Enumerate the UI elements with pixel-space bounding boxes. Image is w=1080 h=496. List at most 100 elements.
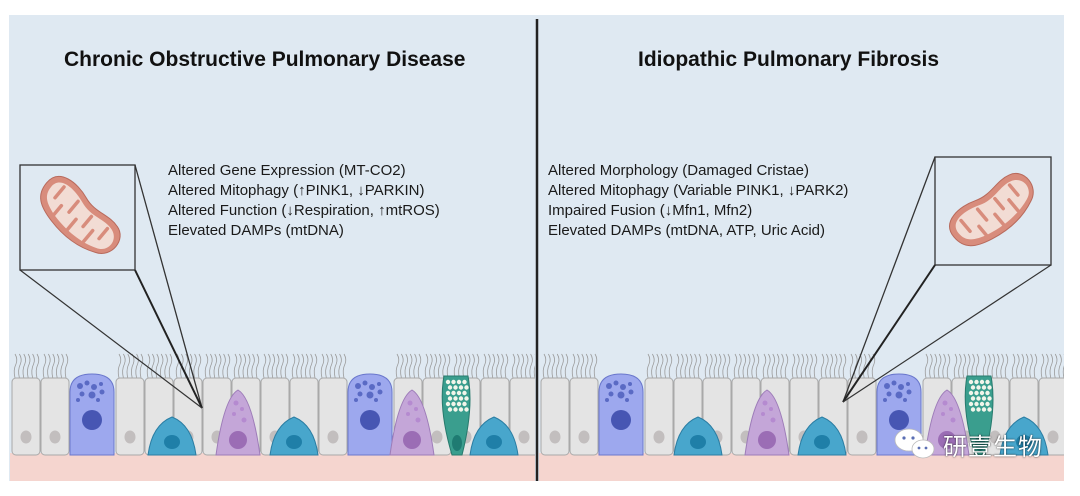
cell-nucleus xyxy=(579,431,590,444)
granule xyxy=(451,402,455,406)
ipf-title: Idiopathic Pulmonary Fibrosis xyxy=(638,48,939,72)
granule xyxy=(971,396,975,400)
cell-nucleus xyxy=(229,431,247,449)
granule xyxy=(453,407,457,411)
cell-nucleus xyxy=(452,435,462,451)
copd-finding: Elevated DAMPs (mtDNA) xyxy=(168,221,440,241)
cell-nucleus xyxy=(1048,431,1059,444)
granule xyxy=(354,398,358,402)
cell-nucleus xyxy=(164,435,180,449)
granule xyxy=(377,382,381,386)
granule xyxy=(982,407,986,411)
granule xyxy=(987,396,991,400)
copd-title: Chronic Obstructive Pulmonary Disease xyxy=(64,48,465,72)
granule xyxy=(883,398,887,402)
granule xyxy=(89,392,96,399)
granule xyxy=(974,402,978,406)
granule xyxy=(769,407,773,411)
granule xyxy=(446,380,450,384)
cell-nucleus xyxy=(286,435,302,449)
granule xyxy=(969,391,973,395)
cell-nucleus xyxy=(328,431,339,444)
granule xyxy=(884,383,890,389)
cell-nucleus xyxy=(486,435,502,449)
granule xyxy=(378,390,383,395)
granule xyxy=(985,380,989,384)
granule xyxy=(234,401,239,406)
ipf-finding: Altered Morphology (Damaged Cristae) xyxy=(548,161,848,181)
granule xyxy=(446,391,450,395)
granule xyxy=(951,418,956,423)
granule xyxy=(982,396,986,400)
granule xyxy=(976,407,980,411)
granule xyxy=(242,418,247,423)
basement-membrane xyxy=(10,453,540,481)
copd-findings-list: Altered Gene Expression (MT-CO2) Altered… xyxy=(168,161,440,241)
granule xyxy=(941,412,945,416)
granule xyxy=(980,380,984,384)
cell-nucleus xyxy=(50,431,61,444)
granule xyxy=(903,398,907,402)
granule xyxy=(451,380,455,384)
granule xyxy=(761,412,765,416)
cell-nucleus xyxy=(550,431,561,444)
granule xyxy=(464,385,468,389)
granule xyxy=(906,382,910,386)
granule xyxy=(76,398,80,402)
granule xyxy=(462,402,466,406)
granule xyxy=(408,401,413,406)
cell-nucleus xyxy=(21,431,32,444)
granule xyxy=(448,385,452,389)
granule xyxy=(618,392,625,399)
granule xyxy=(414,407,418,411)
granule xyxy=(907,390,912,395)
granule xyxy=(629,390,634,395)
ipf-finding: Elevated DAMPs (mtDNA, ATP, Uric Acid) xyxy=(548,221,848,241)
granule xyxy=(985,391,989,395)
copd-finding: Altered Mitophagy (↑PINK1, ↓PARKIN) xyxy=(168,181,440,201)
ipf-finding: Impaired Fusion (↓Mfn1, Mfn2) xyxy=(548,201,848,221)
granule xyxy=(459,407,463,411)
granule xyxy=(464,396,468,400)
granule xyxy=(628,382,632,386)
granule xyxy=(462,391,466,395)
granule xyxy=(85,381,90,386)
granule xyxy=(464,407,468,411)
granule xyxy=(232,412,236,416)
granule xyxy=(969,402,973,406)
granule xyxy=(416,418,421,423)
granule xyxy=(620,384,626,390)
granule xyxy=(459,385,463,389)
granule xyxy=(448,407,452,411)
cell-nucleus xyxy=(125,431,136,444)
granule xyxy=(80,392,85,397)
granule xyxy=(606,383,612,389)
granule xyxy=(77,383,83,389)
granule xyxy=(987,385,991,389)
granule xyxy=(99,382,103,386)
cell-nucleus xyxy=(690,435,706,449)
granule xyxy=(240,407,244,411)
granule xyxy=(457,402,461,406)
granule xyxy=(896,392,903,399)
granule xyxy=(453,396,457,400)
granule xyxy=(892,381,897,386)
granule xyxy=(969,380,973,384)
granule xyxy=(446,402,450,406)
cell-nucleus xyxy=(654,431,665,444)
copd-finding: Altered Gene Expression (MT-CO2) xyxy=(168,161,440,181)
cell-nucleus xyxy=(1077,431,1080,444)
granule xyxy=(96,398,100,402)
granule xyxy=(974,380,978,384)
granule xyxy=(898,384,904,390)
granule xyxy=(100,390,105,395)
granule xyxy=(358,392,363,397)
granule xyxy=(605,398,609,402)
granule xyxy=(459,396,463,400)
ciliated-cell xyxy=(1068,378,1080,455)
granule xyxy=(949,407,953,411)
granule xyxy=(976,385,980,389)
granule xyxy=(453,385,457,389)
